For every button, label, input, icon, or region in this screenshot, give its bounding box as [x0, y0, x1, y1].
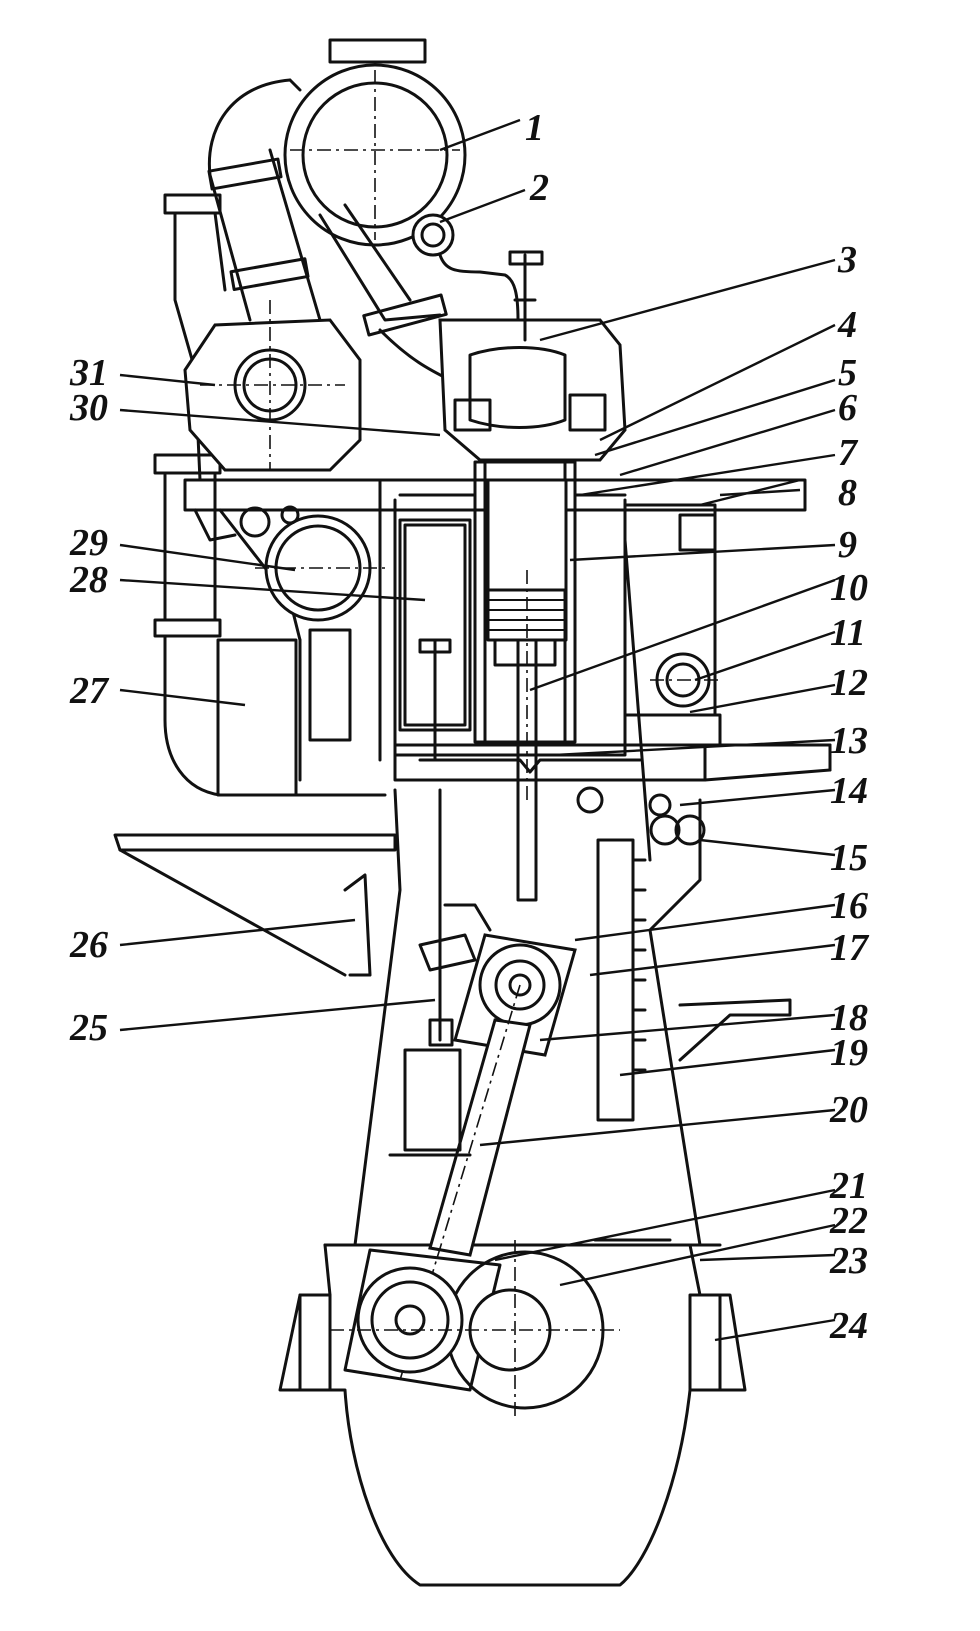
bedplate — [278, 1243, 747, 1587]
label-10: 10 — [830, 567, 868, 609]
label-3: 3 — [837, 239, 857, 281]
label-31: 31 — [69, 352, 108, 394]
label-19: 19 — [830, 1032, 868, 1074]
label-30: 30 — [69, 387, 108, 429]
label-11: 11 — [830, 612, 866, 654]
label-4: 4 — [837, 304, 857, 346]
label-21: 21 — [829, 1165, 868, 1207]
right-side-chest — [623, 503, 722, 747]
diaphragm-13 — [393, 743, 832, 782]
label-2: 2 — [529, 167, 549, 209]
label-15: 15 — [830, 837, 868, 879]
exhaust-receiver — [283, 38, 467, 247]
label-14: 14 — [830, 770, 868, 812]
label-5: 5 — [838, 352, 857, 394]
label-1: 1 — [525, 107, 544, 149]
label-24: 24 — [829, 1305, 868, 1347]
label-16: 16 — [830, 885, 868, 927]
label-7: 7 — [838, 432, 859, 474]
label-29: 29 — [69, 522, 108, 564]
label-18: 18 — [830, 997, 868, 1039]
piston — [486, 478, 568, 800]
piston-rod — [493, 638, 557, 902]
leader-lines — [119, 118, 836, 1342]
cylinder-cover — [438, 250, 627, 462]
label-25: 25 — [69, 1007, 108, 1049]
label-23: 23 — [829, 1240, 868, 1282]
crankshaft — [330, 1238, 672, 1420]
label-8: 8 — [838, 472, 857, 514]
crosshead — [418, 788, 577, 1057]
label-17: 17 — [830, 927, 870, 969]
label-22: 22 — [829, 1200, 868, 1242]
label-6: 6 — [838, 387, 857, 429]
label-28: 28 — [69, 559, 108, 601]
gas-pipe-2 — [411, 213, 520, 322]
label-9: 9 — [838, 524, 857, 566]
scavenge-pump-28 — [398, 518, 472, 762]
label-26: 26 — [69, 924, 108, 966]
part-number-labels: 1 2 3 4 5 6 7 8 9 10 11 12 13 14 15 16 1… — [69, 107, 870, 1347]
label-13: 13 — [830, 720, 868, 762]
lube-rods-14-15 — [576, 538, 706, 862]
label-12: 12 — [830, 662, 868, 704]
label-27: 27 — [69, 670, 110, 712]
blower-31 — [183, 300, 362, 472]
crosshead-guide — [596, 838, 647, 1122]
label-20: 20 — [829, 1089, 868, 1131]
